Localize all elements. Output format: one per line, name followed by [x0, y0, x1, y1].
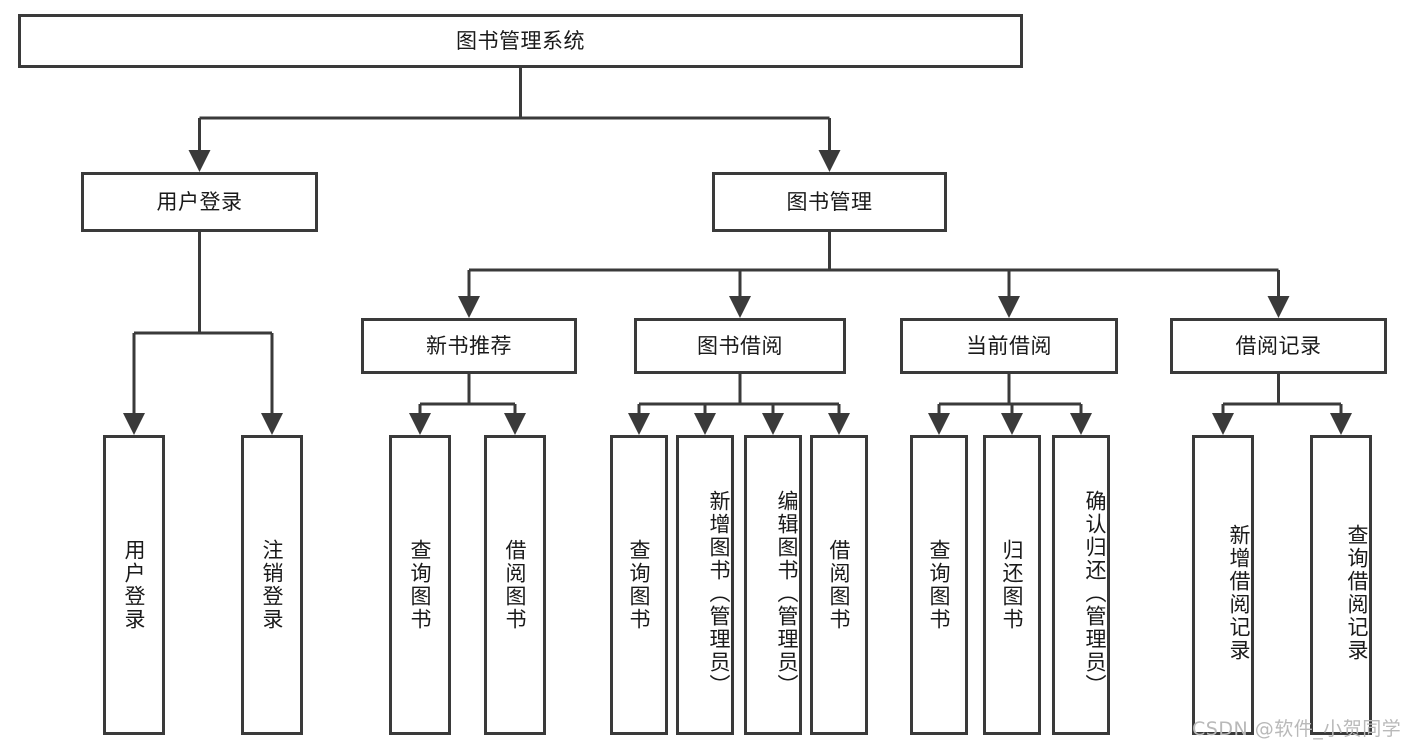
node-box-leaf09[interactable]	[910, 435, 968, 735]
node-box-leaf13[interactable]	[1310, 435, 1372, 735]
node-box-leaf08[interactable]	[810, 435, 868, 735]
node-box-leaf02[interactable]	[241, 435, 303, 735]
node-box-l2b[interactable]	[634, 318, 846, 374]
node-box-l2a[interactable]	[361, 318, 577, 374]
arrowhead-row-root-1	[818, 150, 841, 172]
node-box-leaf06[interactable]	[676, 435, 734, 735]
arrowhead-row-l2b-2	[762, 413, 784, 435]
arrowhead-row-l2a-1	[504, 413, 526, 435]
node-box-layer	[18, 14, 1387, 735]
arrowhead-row-l2c-2	[1070, 413, 1092, 435]
node-box-leaf05[interactable]	[610, 435, 668, 735]
node-box-l1b[interactable]	[712, 172, 947, 232]
arrowhead-row-l2c-1	[1001, 413, 1023, 435]
node-box-l2c[interactable]	[900, 318, 1118, 374]
node-box-leaf03[interactable]	[389, 435, 451, 735]
node-box-leaf12[interactable]	[1192, 435, 1254, 735]
node-box-leaf04[interactable]	[484, 435, 546, 735]
node-box-leaf10[interactable]	[983, 435, 1041, 735]
node-box-l2d[interactable]	[1170, 318, 1387, 374]
arrowhead-row-l1b-1	[729, 296, 751, 318]
arrowhead-row-l1a-0	[123, 413, 145, 435]
arrowhead-row-l1b-2	[998, 296, 1020, 318]
node-box-leaf01[interactable]	[103, 435, 165, 735]
arrowhead-row-l1b-0	[458, 296, 480, 318]
arrowhead-row-l2d-1	[1330, 413, 1352, 435]
node-box-leaf07[interactable]	[744, 435, 802, 735]
arrowhead-row-l2b-3	[828, 413, 850, 435]
arrowhead-row-l2b-0	[628, 413, 650, 435]
arrowhead-row-l1b-3	[1267, 296, 1290, 318]
node-box-leaf11[interactable]	[1052, 435, 1110, 735]
arrowhead-row-l2b-1	[694, 413, 716, 435]
connector-layer	[123, 68, 1352, 435]
arrowhead-row-l2c-0	[928, 413, 950, 435]
arrowhead-row-l2d-0	[1212, 413, 1234, 435]
node-box-root[interactable]	[18, 14, 1023, 68]
arrowhead-row-l2a-0	[409, 413, 431, 435]
arrowhead-row-l1a-1	[261, 413, 283, 435]
node-box-l1a[interactable]	[81, 172, 318, 232]
arrowhead-row-root-0	[188, 150, 211, 172]
